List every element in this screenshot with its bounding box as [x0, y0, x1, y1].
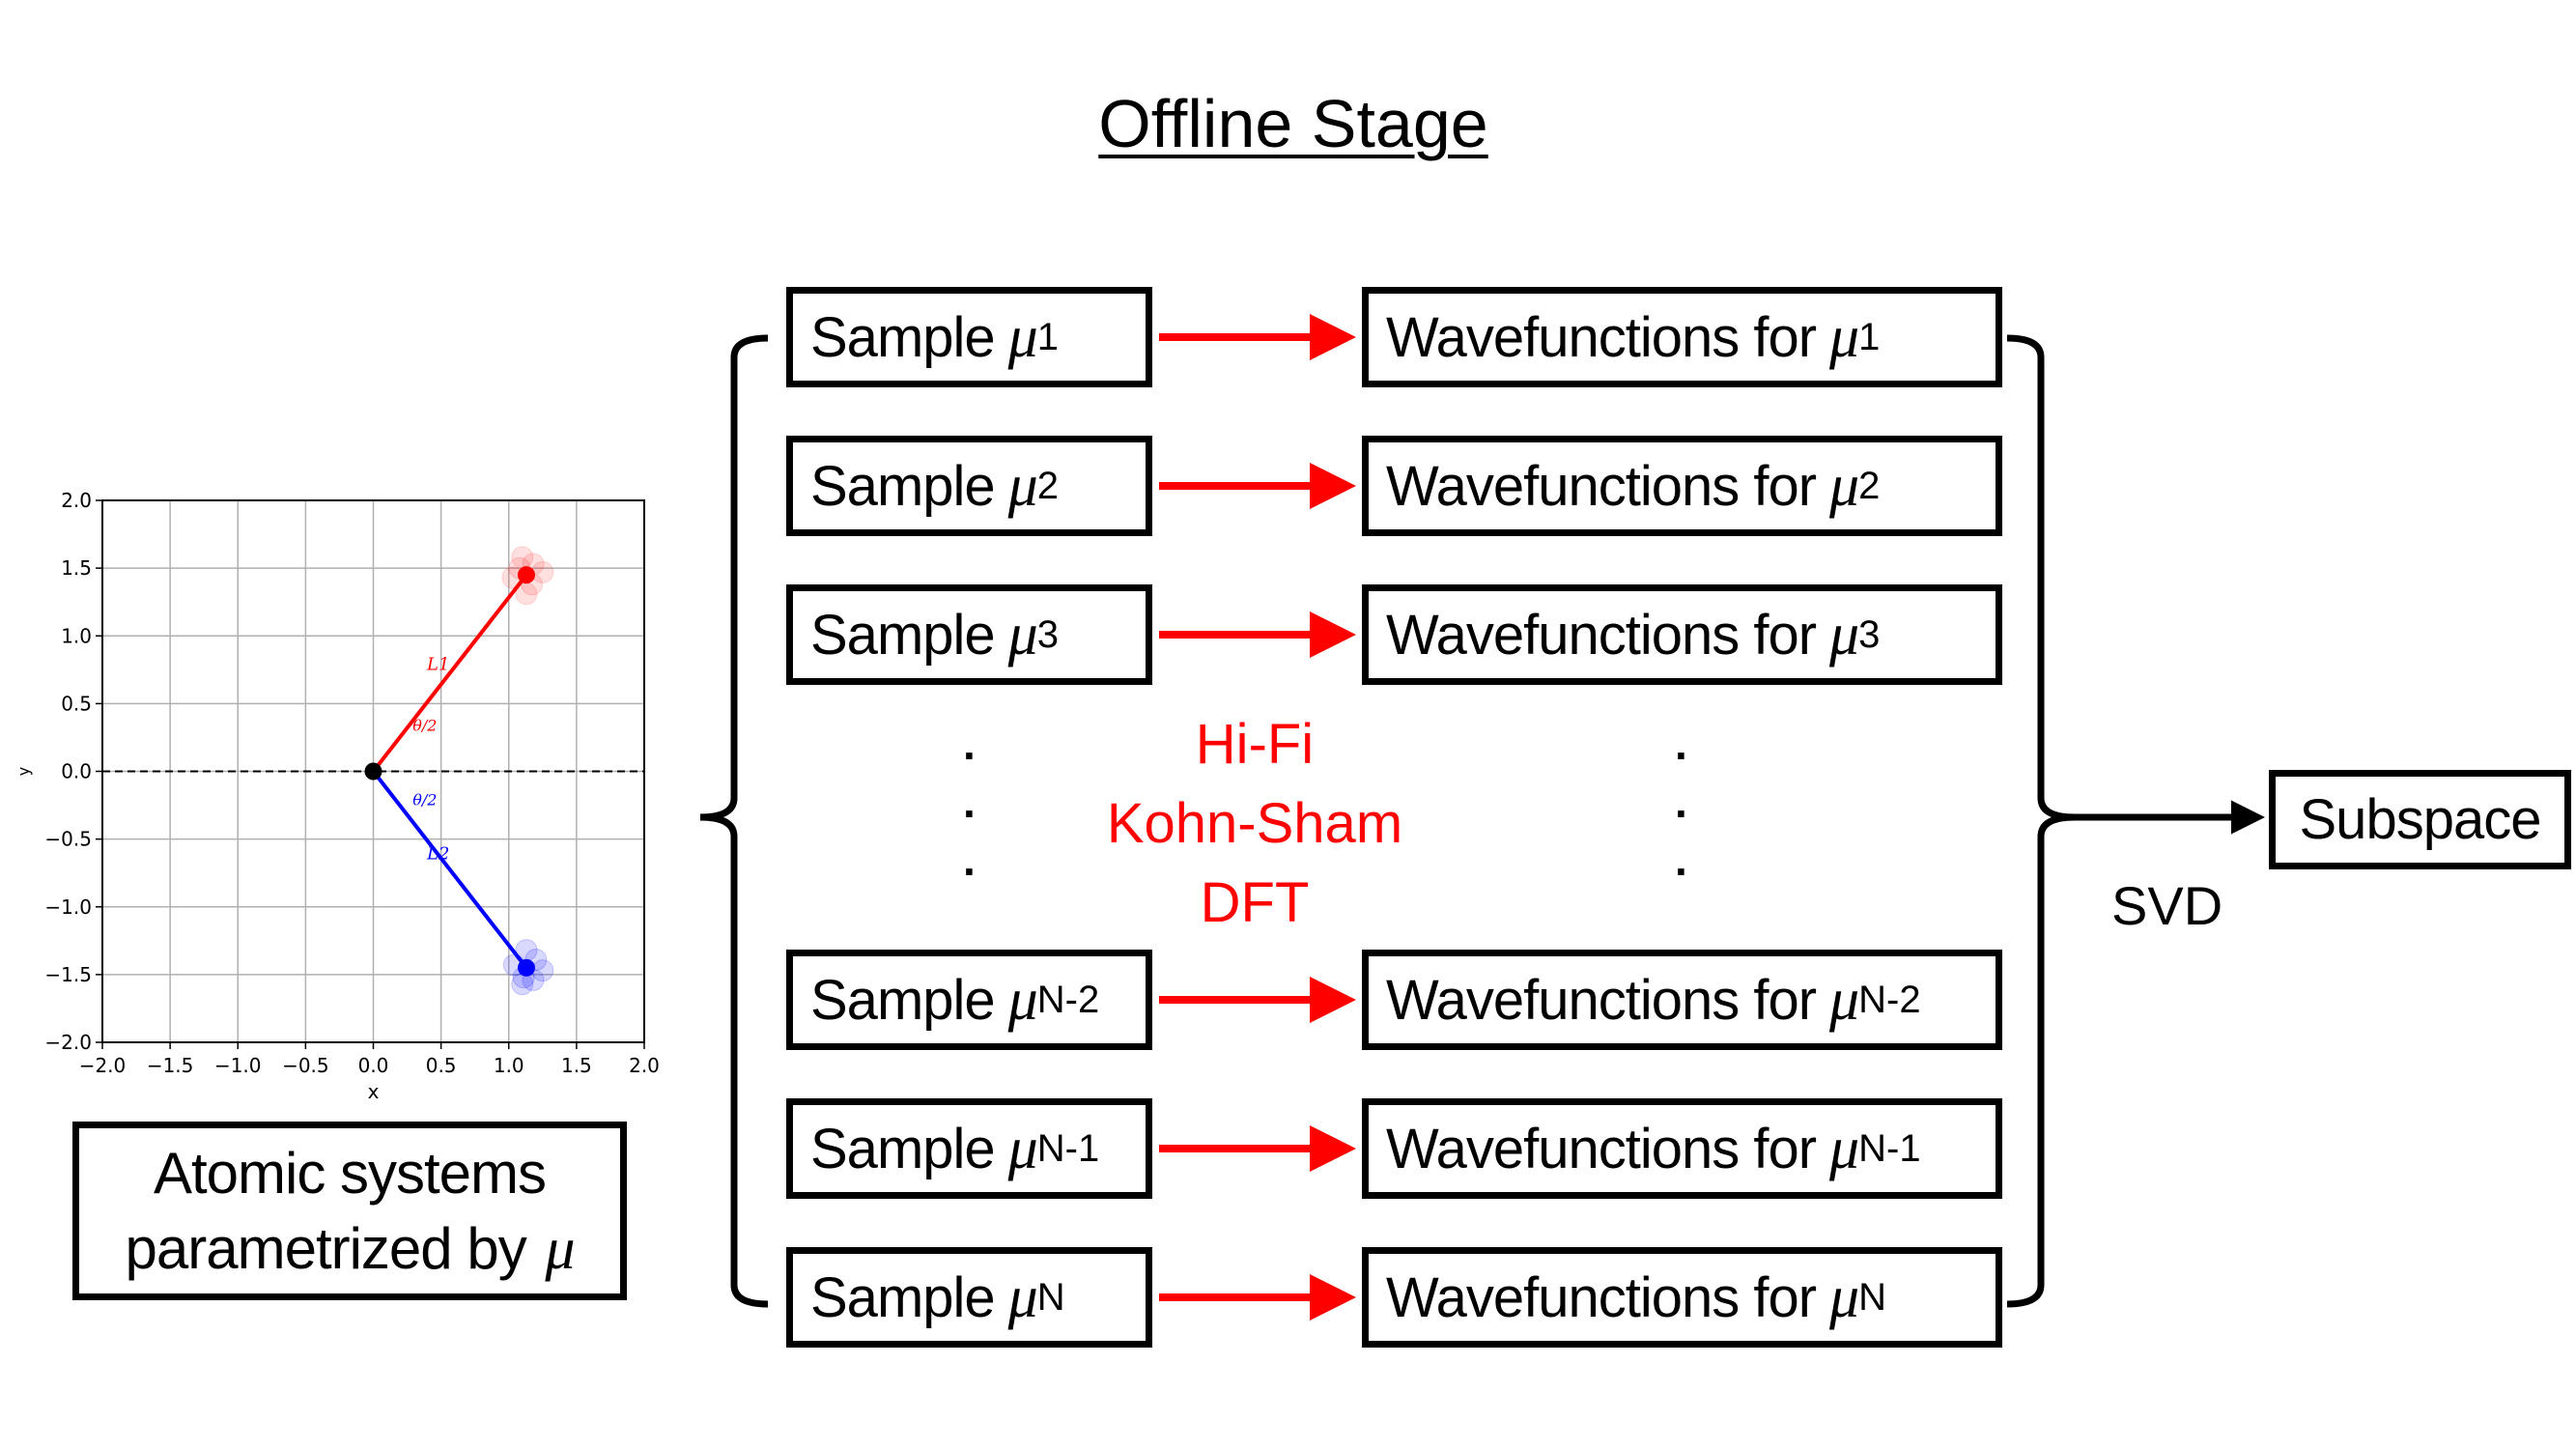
box-label: Wavefunctions for	[1386, 1265, 1817, 1329]
mu-subscript: 2	[1858, 464, 1881, 507]
x-tick-label: 1.5	[561, 1054, 592, 1077]
atomic-systems-box: Atomic systems parametrized by μ	[72, 1122, 627, 1300]
mu-symbol: μ	[1007, 452, 1038, 519]
method-line-2: Kohn-Sham	[1106, 792, 1403, 855]
atom-point	[517, 958, 535, 977]
box-label: Wavefunctions for	[1386, 1117, 1817, 1180]
y-tick-label: 1.0	[61, 624, 92, 647]
mu-subscript: 3	[1036, 612, 1060, 656]
page-title: Offline Stage	[1098, 86, 1488, 161]
mu-subscript: N-1	[1858, 1126, 1921, 1170]
box-label: Wavefunctions for	[1386, 603, 1817, 667]
mu-symbol: μ	[1829, 1115, 1859, 1181]
box-label: Sample	[810, 968, 996, 1032]
box-label: Wavefunctions for	[1386, 454, 1817, 518]
atomic-line-2: parametrized by	[125, 1215, 527, 1281]
box-label: Sample	[810, 1117, 996, 1180]
x-tick-label: −1.5	[147, 1054, 194, 1077]
angle-label: θ/2	[412, 791, 437, 810]
mu-subscript: N-2	[1036, 978, 1100, 1021]
mu-subscript: N-2	[1858, 978, 1921, 1021]
subspace-label: Subspace	[2299, 788, 2542, 851]
bond-line	[371, 770, 528, 970]
method-line-1: Hi-Fi	[1195, 713, 1315, 776]
box-label: Wavefunctions for	[1386, 968, 1817, 1032]
mu-symbol: μ	[545, 1215, 575, 1282]
mu-symbol: μ	[1007, 601, 1038, 668]
x-tick-label: −0.5	[282, 1054, 329, 1077]
left-brace	[699, 334, 769, 1308]
y-axis-label: y	[14, 767, 33, 776]
method-label: Hi-Fi Kohn-Sham DFT	[1062, 705, 1448, 943]
bond-label: L1	[426, 654, 449, 674]
mu-symbol: μ	[1829, 1264, 1859, 1330]
x-tick-label: 0.0	[358, 1054, 389, 1077]
mu-symbol: μ	[1007, 303, 1038, 370]
x-tick-label: −2.0	[79, 1054, 127, 1077]
mu-subscript: N	[1036, 1275, 1065, 1319]
y-tick-label: 2.0	[61, 489, 92, 512]
y-tick-label: −1.0	[44, 895, 92, 919]
y-tick-label: −2.0	[44, 1031, 92, 1054]
mu-symbol: μ	[1007, 966, 1038, 1033]
x-tick-label: 2.0	[629, 1054, 660, 1077]
mu-subscript: 1	[1036, 315, 1060, 358]
subspace-box: Subspace	[2269, 770, 2571, 869]
mu-symbol: μ	[1829, 601, 1859, 668]
center-atom	[364, 762, 382, 781]
y-tick-label: −1.5	[44, 963, 92, 986]
mu-subscript: N	[1858, 1275, 1887, 1319]
mu-subscript: 2	[1036, 464, 1060, 507]
y-tick-label: 0.5	[61, 692, 92, 715]
x-tick-label: −1.0	[214, 1054, 262, 1077]
method-line-3: DFT	[1200, 871, 1310, 934]
mu-subscript: N-1	[1036, 1126, 1100, 1170]
bond-line	[371, 573, 528, 773]
y-tick-label: 1.5	[61, 556, 92, 580]
mu-symbol: μ	[1829, 452, 1859, 519]
bond-label: L2	[426, 844, 449, 865]
svd-label: SVD	[2111, 875, 2223, 936]
x-tick-label: 1.0	[494, 1054, 524, 1077]
box-label: Sample	[810, 1265, 996, 1329]
angle-label: θ/2	[412, 716, 437, 734]
mu-symbol: μ	[1007, 1264, 1038, 1330]
mu-symbol: μ	[1829, 966, 1859, 1033]
y-tick-label: −0.5	[44, 828, 92, 851]
box-label: Wavefunctions for	[1386, 305, 1817, 369]
mu-symbol: μ	[1829, 303, 1859, 370]
sample-point-blue	[511, 973, 534, 996]
box-label: Sample	[810, 454, 996, 518]
x-axis-label: x	[368, 1080, 380, 1103]
x-tick-label: 0.5	[426, 1054, 457, 1077]
box-label: Sample	[810, 603, 996, 667]
mu-subscript: 1	[1858, 315, 1881, 358]
y-tick-label: 0.0	[61, 760, 92, 783]
mu-symbol: μ	[1007, 1115, 1038, 1181]
mu-subscript: 3	[1858, 612, 1881, 656]
atom-point	[517, 566, 535, 584]
atomic-line-1: Atomic systems	[153, 1140, 547, 1206]
box-label: Sample	[810, 305, 996, 369]
